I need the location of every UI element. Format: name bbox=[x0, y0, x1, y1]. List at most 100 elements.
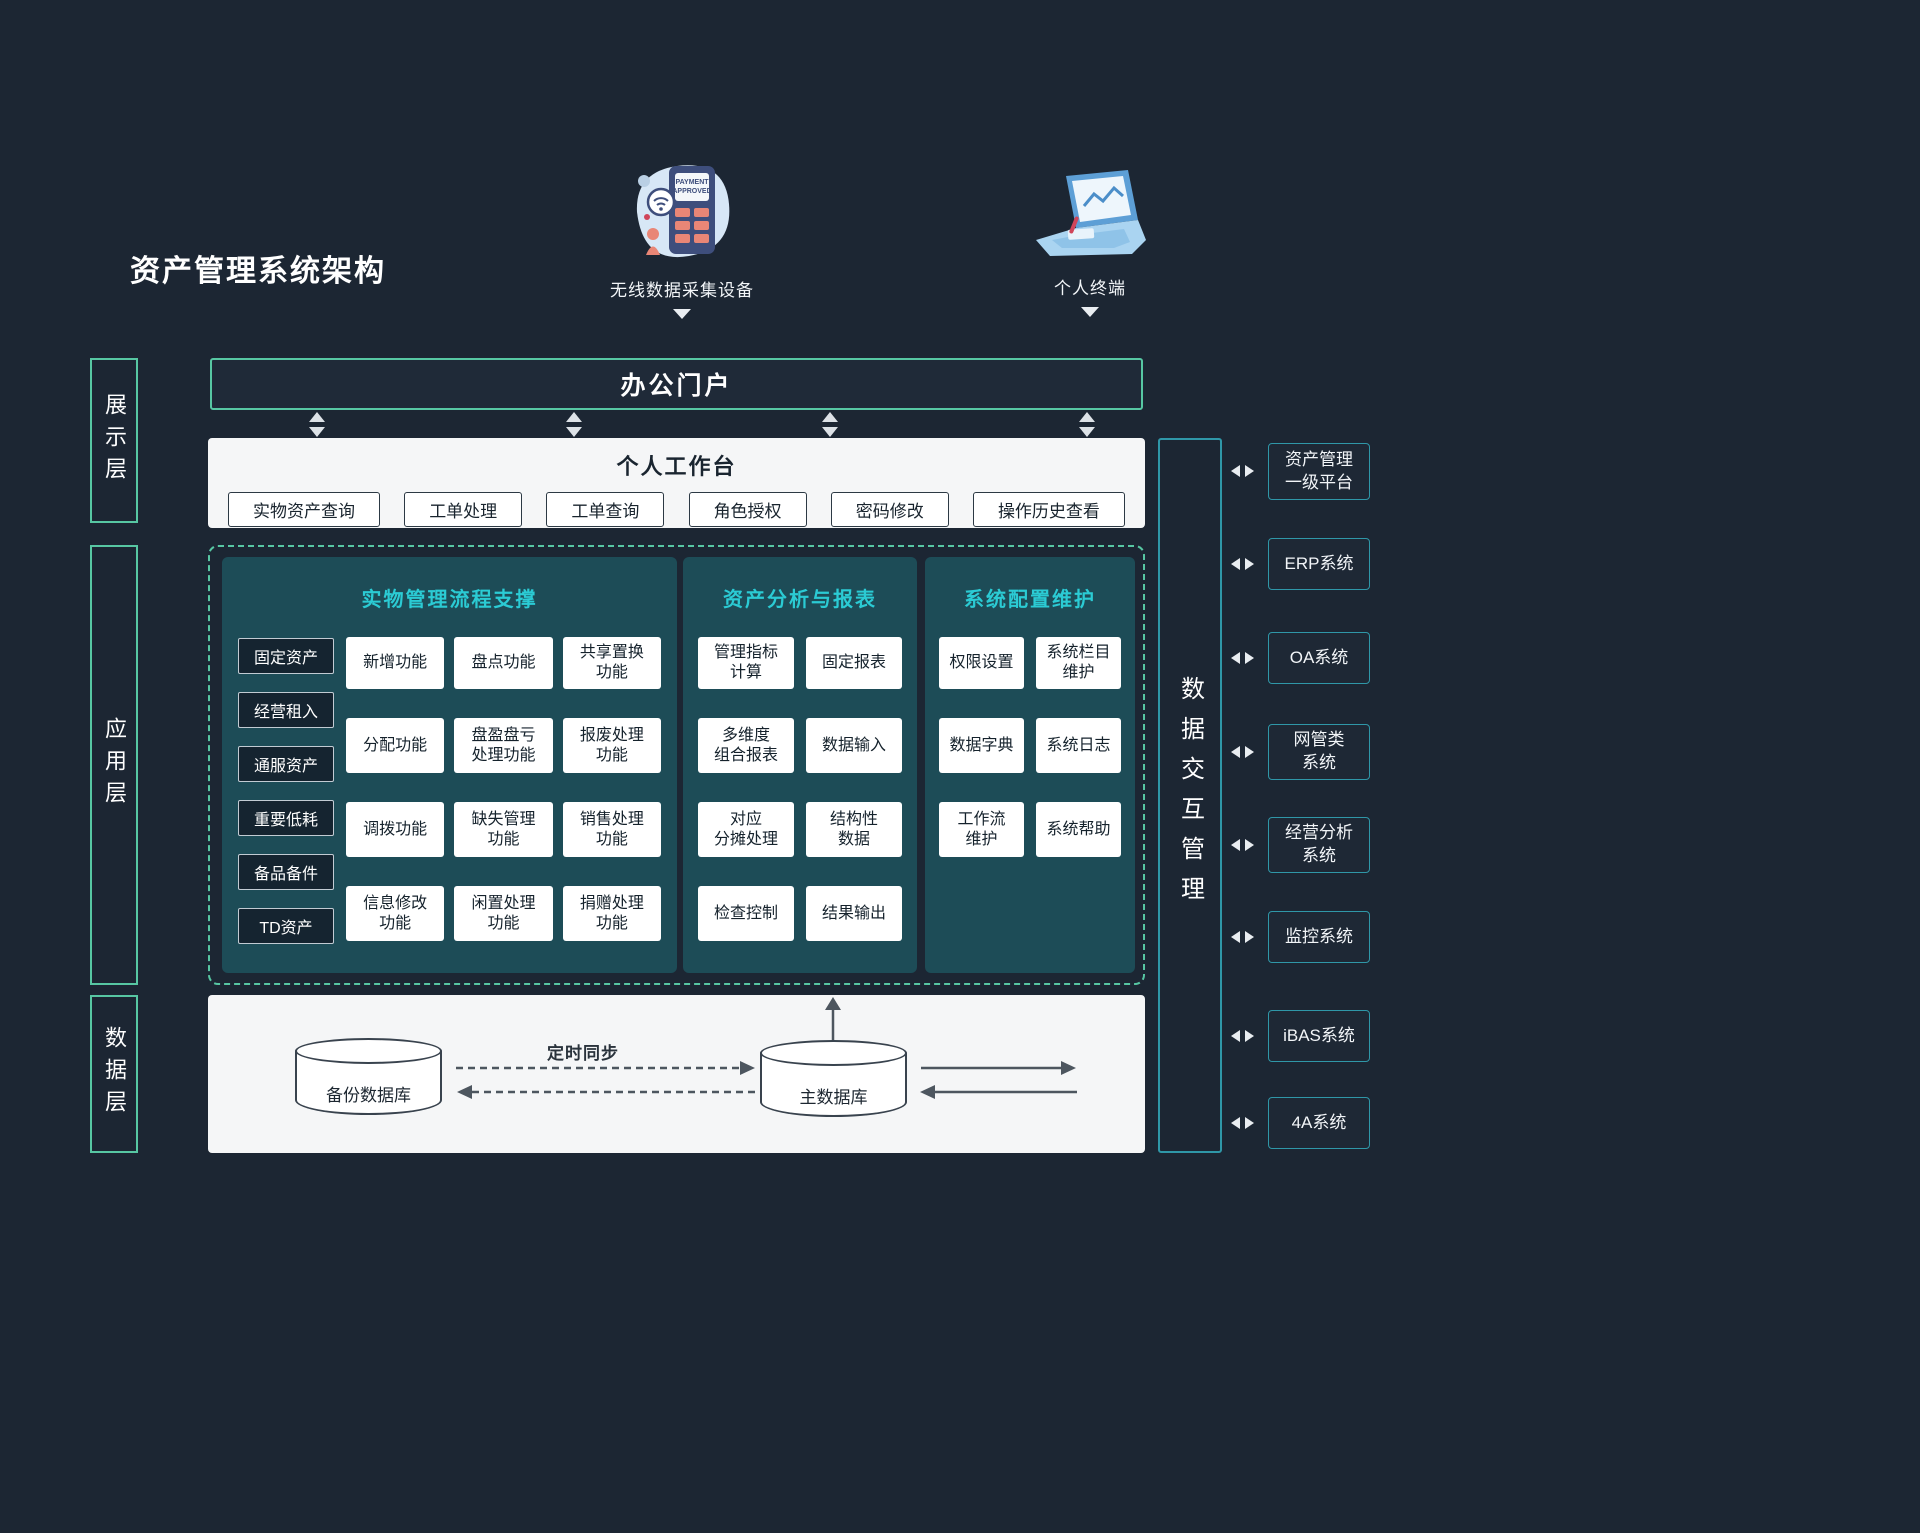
function-box: 数据输入 bbox=[806, 718, 902, 773]
external-system-label: 监控系统 bbox=[1285, 926, 1353, 946]
external-system-box: 网管类 系统 bbox=[1268, 724, 1370, 780]
function-box: 对应 分摊处理 bbox=[698, 802, 794, 857]
workbench-item: 操作历史查看 bbox=[972, 492, 1125, 527]
workbench-item: 工单查询 bbox=[546, 492, 665, 527]
external-system-label: ERP系统 bbox=[1284, 553, 1354, 573]
pos-screen-line1: PAYMENT bbox=[675, 179, 709, 186]
function-box: 结构性 数据 bbox=[806, 802, 902, 857]
layer-presentation: 展示层 bbox=[90, 358, 138, 523]
function-box: 调拨功能 bbox=[346, 802, 445, 857]
workbench-title: 个人工作台 bbox=[616, 454, 737, 479]
double-arrow-icon bbox=[822, 412, 838, 437]
category-box: 经营租入 bbox=[238, 692, 334, 728]
external-system-label: 资产管理 一级平台 bbox=[1285, 449, 1353, 492]
workbench-item: 角色授权 bbox=[688, 492, 807, 527]
arrow-down-icon bbox=[673, 309, 691, 319]
function-box: 数据字典 bbox=[939, 718, 1024, 773]
device-label: 个人终端 bbox=[1054, 279, 1126, 298]
function-box: 固定报表 bbox=[806, 637, 902, 689]
main-database-label: 主数据库 bbox=[799, 1088, 868, 1107]
function-box: 盘盈盘亏 处理功能 bbox=[454, 718, 553, 773]
external-system-label: iBAS系统 bbox=[1283, 1025, 1355, 1045]
panel-config-title: 系统配置维护 bbox=[964, 589, 1096, 611]
device-personal-terminal: 个人终端 bbox=[1015, 168, 1165, 317]
external-system-box: 监控系统 bbox=[1268, 911, 1370, 963]
left-right-arrows-icon bbox=[1231, 1030, 1254, 1042]
office-portal-title: 办公门户 bbox=[620, 372, 733, 400]
external-system-box: OA系统 bbox=[1268, 632, 1370, 684]
function-box: 共享置换 功能 bbox=[562, 637, 661, 689]
workbench-item: 密码修改 bbox=[830, 492, 949, 527]
left-right-arrows-icon bbox=[1231, 1117, 1254, 1129]
panel-analysis-title: 资产分析与报表 bbox=[723, 589, 877, 611]
function-box: 闲置处理 功能 bbox=[454, 886, 553, 941]
function-box: 管理指标 计算 bbox=[698, 637, 794, 689]
panel-process-title: 实物管理流程支撑 bbox=[361, 589, 538, 611]
left-right-arrows-icon bbox=[1231, 652, 1254, 664]
panel-analysis-reports: 资产分析与报表 管理指标 计算 固定报表 多维度 组合报表 数据输入 对应 分摊… bbox=[683, 557, 917, 973]
external-system-box: 经营分析 系统 bbox=[1268, 817, 1370, 873]
category-box: 备品备件 bbox=[238, 854, 334, 890]
arrow-down-icon bbox=[1081, 307, 1099, 317]
report-function-grid: 管理指标 计算 固定报表 多维度 组合报表 数据输入 对应 分摊处理 结构性 数… bbox=[698, 637, 902, 945]
double-arrow-icon bbox=[1079, 412, 1095, 437]
pos-terminal-icon: PAYMENT APPROVED bbox=[636, 165, 730, 258]
function-box: 权限设置 bbox=[939, 637, 1024, 689]
layer-application-label: 应用层 bbox=[102, 717, 127, 813]
backup-database-label: 备份数据库 bbox=[326, 1086, 411, 1105]
function-box: 捐赠处理 功能 bbox=[562, 886, 661, 941]
office-portal-bar: 办公门户 bbox=[210, 358, 1143, 410]
process-function-grid: 新增功能 盘点功能 共享置换 功能 分配功能 盘盈盘亏 处理功能 报废处理 功能… bbox=[346, 637, 661, 945]
panel-process-support: 实物管理流程支撑 固定资产 经营租入 通服资产 重要低耗 备品备件 TD资产 新… bbox=[222, 557, 677, 973]
data-exchange-label: 数据交互管理 bbox=[1176, 675, 1204, 916]
panel-system-config: 系统配置维护 权限设置 系统栏目 维护 数据字典 系统日志 工作流 维护 系统帮… bbox=[925, 557, 1135, 973]
external-system-label: 4A系统 bbox=[1291, 1112, 1347, 1132]
backup-database-cylinder: 备份数据库 bbox=[295, 1038, 442, 1115]
application-layer-container bbox=[208, 545, 1145, 985]
function-box: 新增功能 bbox=[346, 637, 445, 689]
function-box: 系统日志 bbox=[1036, 718, 1121, 773]
function-box: 多维度 组合报表 bbox=[698, 718, 794, 773]
left-right-arrows-icon bbox=[1231, 839, 1254, 851]
category-box: 固定资产 bbox=[238, 638, 334, 674]
function-box: 信息修改 功能 bbox=[346, 886, 445, 941]
function-box: 缺失管理 功能 bbox=[454, 802, 553, 857]
pos-screen-line2: APPROVED bbox=[672, 188, 711, 195]
device-wireless-collector: PAYMENT APPROVED 无线数据采集设备 bbox=[597, 152, 767, 319]
workbench-item: 工单处理 bbox=[404, 492, 523, 527]
left-right-arrows-icon bbox=[1231, 465, 1254, 477]
workbench-items: 实物资产查询 工单处理 工单查询 角色授权 密码修改 操作历史查看 bbox=[228, 492, 1125, 527]
layer-presentation-label: 展示层 bbox=[102, 392, 127, 489]
function-box: 报废处理 功能 bbox=[562, 718, 661, 773]
external-system-box: ERP系统 bbox=[1268, 538, 1370, 590]
category-box: 通服资产 bbox=[238, 746, 334, 782]
category-box: TD资产 bbox=[238, 908, 334, 944]
main-database-cylinder: 主数据库 bbox=[760, 1040, 907, 1117]
left-right-arrows-icon bbox=[1231, 931, 1254, 943]
external-system-label: OA系统 bbox=[1289, 647, 1349, 667]
workbench-panel: 个人工作台 实物资产查询 工单处理 工单查询 角色授权 密码修改 操作历史查看 bbox=[208, 438, 1145, 528]
function-box: 系统栏目 维护 bbox=[1036, 637, 1121, 689]
laptop-icon bbox=[1035, 170, 1146, 256]
device-label: 无线数据采集设备 bbox=[610, 281, 754, 300]
category-box: 重要低耗 bbox=[238, 800, 334, 836]
data-exchange-bar: 数据交互管理 bbox=[1158, 438, 1222, 1153]
external-system-label: 经营分析 系统 bbox=[1285, 823, 1353, 865]
left-right-arrows-icon bbox=[1231, 746, 1254, 758]
workbench-item: 实物资产查询 bbox=[228, 492, 380, 527]
double-arrow-icon bbox=[309, 412, 325, 437]
data-layer-panel: 备份数据库 主数据库 定时同步 bbox=[208, 995, 1145, 1153]
external-system-box: 4A系统 bbox=[1268, 1097, 1370, 1149]
function-box: 销售处理 功能 bbox=[562, 802, 661, 857]
double-arrow-icon bbox=[566, 412, 582, 437]
external-system-label: 网管类 系统 bbox=[1293, 730, 1345, 772]
external-system-box: 资产管理 一级平台 bbox=[1268, 443, 1370, 500]
sync-label: 定时同步 bbox=[547, 1044, 619, 1063]
function-box: 系统帮助 bbox=[1036, 802, 1121, 857]
function-box: 结果输出 bbox=[806, 886, 902, 941]
page-title: 资产管理系统架构 bbox=[130, 255, 386, 288]
function-box: 检查控制 bbox=[698, 886, 794, 941]
function-box: 分配功能 bbox=[346, 718, 445, 773]
layer-application: 应用层 bbox=[90, 545, 138, 985]
